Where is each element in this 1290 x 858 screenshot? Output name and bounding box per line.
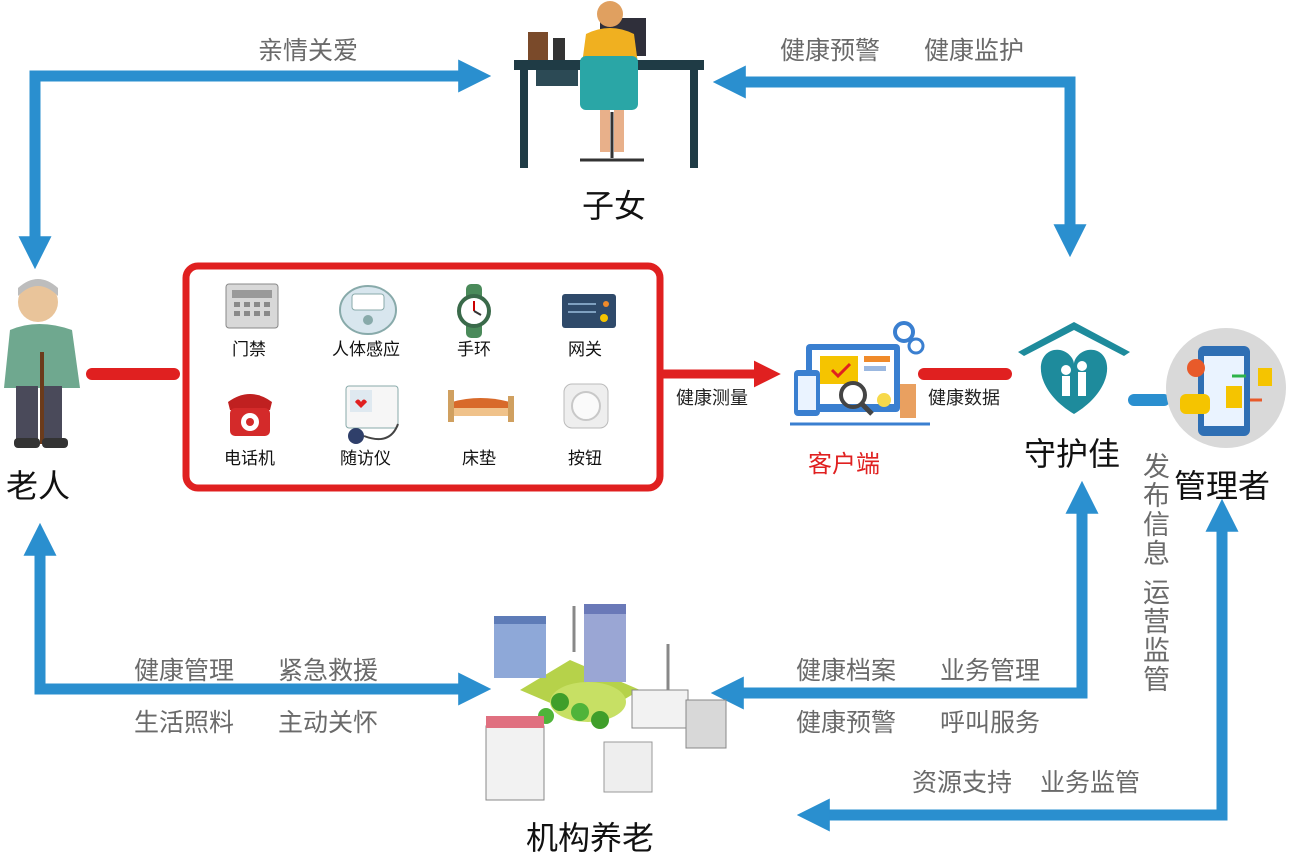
label-family-care: 亲情关爱	[258, 36, 359, 65]
arrow-children-to-elderly	[18, 70, 478, 270]
label-health-management: 健康管理	[134, 656, 235, 685]
follow-up-device-icon	[345, 385, 399, 444]
device-label-gateway: 网关	[568, 340, 602, 360]
device-label-follow-up-device: 随访仪	[340, 449, 391, 469]
label-emergency-rescue: 紧急救援	[278, 656, 379, 685]
device-label-telephone: 电话机	[224, 449, 275, 469]
button-icon	[563, 383, 609, 429]
device-label-button: 按钮	[568, 449, 602, 469]
manager-illustration	[1166, 328, 1286, 448]
telephone-icon	[228, 394, 272, 436]
device-frame	[182, 262, 664, 492]
label-health-warning-bottom: 健康预警	[796, 708, 897, 737]
gateway-icon	[562, 294, 616, 328]
node-children: 子女	[582, 187, 647, 225]
label-business-management: 业务管理	[940, 656, 1041, 685]
device-label-mattress: 床垫	[462, 449, 496, 469]
node-manager: 管理者	[1174, 467, 1271, 505]
device-label-wristband: 手环	[457, 340, 491, 360]
device-label-motion-sensor: 人体感应	[332, 340, 400, 360]
label-active-care: 主动关怀	[278, 708, 379, 737]
label-call-service: 呼叫服务	[940, 708, 1041, 737]
node-institution: 机构养老	[526, 819, 655, 857]
arrow-guardian-to-children	[712, 65, 1076, 244]
label-health-records: 健康档案	[796, 656, 897, 685]
label-health-data: 健康数据	[928, 388, 1000, 409]
label-health-warning-top: 健康预警	[780, 36, 881, 65]
motion-sensor-icon	[339, 285, 397, 335]
wristband-icon	[457, 284, 491, 338]
arrow-elderly-institution	[34, 536, 492, 706]
label-health-measure: 健康测量	[676, 388, 748, 409]
label-operation-monitor: 运营监管	[1138, 578, 1169, 694]
door-access-icon	[225, 283, 279, 329]
node-elderly: 老人	[6, 467, 71, 505]
node-guardian: 守护佳	[1024, 435, 1121, 473]
elderly-illustration	[4, 279, 80, 448]
label-business-monitor: 业务监管	[1040, 768, 1141, 797]
label-resource-support: 资源支持	[912, 768, 1013, 797]
label-health-monitoring: 健康监护	[924, 36, 1025, 65]
mattress-icon	[448, 390, 514, 422]
guardian-logo	[1018, 322, 1130, 414]
device-label-door-access: 门禁	[232, 340, 266, 360]
client-computer-illustration	[790, 321, 930, 426]
label-publish-info: 发布信息	[1138, 452, 1169, 568]
child-at-desk-illustration	[514, 1, 704, 168]
node-client: 客户端	[808, 450, 880, 478]
label-life-care: 生活照料	[134, 708, 235, 737]
institution-illustration	[485, 604, 727, 801]
